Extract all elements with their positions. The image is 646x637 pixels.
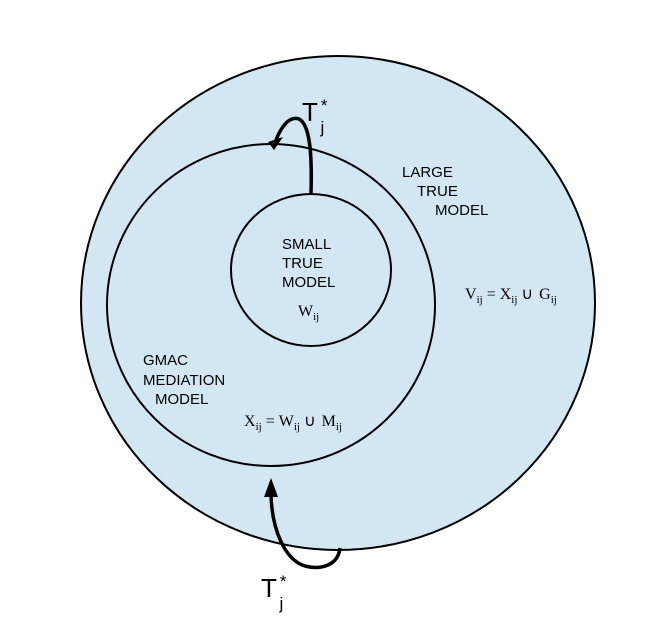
large-model-label-line3: MODEL	[435, 202, 488, 219]
eq-x-r1: W	[279, 413, 295, 430]
eq-x-r2: M	[322, 413, 336, 430]
w-var-sub: ij	[313, 311, 319, 323]
bottom-t-base: T	[261, 573, 277, 603]
w-var: W	[298, 303, 314, 320]
top-t-sub: j	[320, 118, 325, 137]
eq-x-lhs: X	[244, 413, 256, 430]
large-model-label-line2: TRUE	[417, 183, 458, 200]
eq-x-op: ∪	[304, 413, 316, 430]
top-arrow-label: T* j	[302, 96, 328, 137]
eq-v-op: ∪	[521, 286, 533, 303]
eq-v-r2-sub: ij	[551, 294, 557, 306]
bottom-t-sub: j	[279, 594, 284, 613]
eq-v-lhs: V	[465, 286, 477, 303]
bottom-curved-arrow	[269, 494, 342, 570]
eq-v-r1-sub: ij	[511, 294, 517, 306]
bottom-t-sup: *	[280, 572, 287, 591]
top-curved-arrow	[274, 116, 314, 194]
eq-x-r2-sub: ij	[336, 421, 342, 433]
small-model-label-line3: MODEL	[282, 274, 335, 291]
eq-v-r2: G	[539, 286, 551, 303]
top-t-sup: *	[321, 96, 328, 115]
gmac-equation: Xij=Wij∪Mij	[244, 413, 342, 433]
gmac-label-line2: MEDIATION	[143, 372, 225, 389]
top-t-base: T	[302, 97, 318, 127]
large-model-label-line1: LARGE	[402, 164, 453, 181]
gmac-label-line1: GMAC	[143, 352, 188, 369]
small-model-label-line2: TRUE	[282, 255, 323, 272]
large-model-equation: Vij=Xij∪Gij	[465, 286, 557, 306]
small-true-model-circle	[230, 193, 392, 347]
eq-x-lhs-sub: ij	[256, 421, 262, 433]
top-arrowhead	[268, 137, 283, 150]
small-model-label-line1: SMALL	[282, 236, 331, 253]
bottom-arrowhead	[264, 478, 278, 497]
eq-v-lhs-sub: ij	[477, 294, 483, 306]
eq-x-r1-sub: ij	[294, 421, 300, 433]
bottom-arrow-label: T* j	[261, 572, 287, 613]
small-model-variable: Wij	[298, 303, 319, 323]
eq-v-r1: X	[500, 286, 512, 303]
gmac-label-line3: MODEL	[155, 391, 208, 408]
